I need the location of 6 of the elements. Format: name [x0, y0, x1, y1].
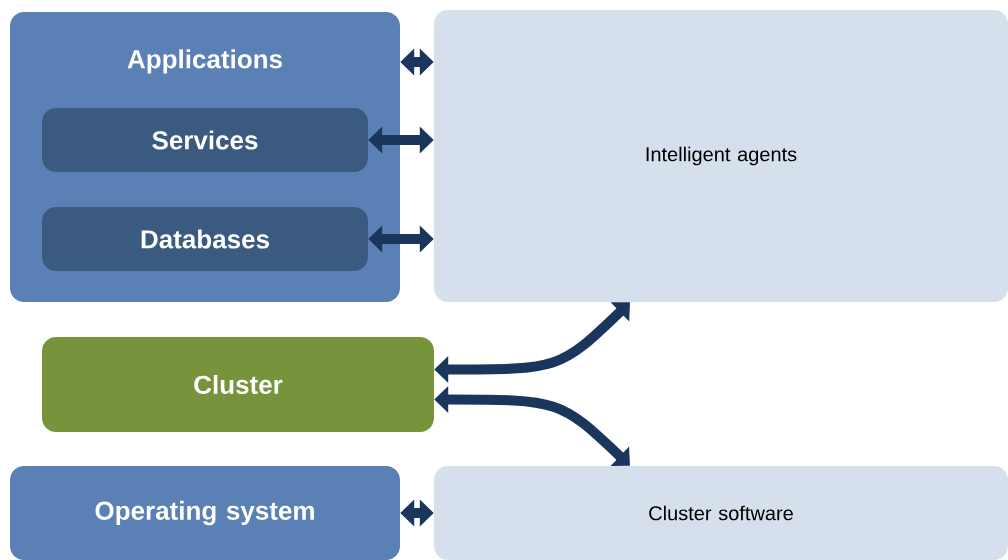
process-box: Cluster: [42, 337, 434, 432]
process-box: Databases: [42, 207, 368, 271]
process-box: Services: [42, 108, 368, 172]
process-box: Intelligent agents: [434, 10, 1008, 302]
process-box: Operating system: [10, 466, 400, 560]
process-box: Cluster software: [434, 466, 1008, 560]
